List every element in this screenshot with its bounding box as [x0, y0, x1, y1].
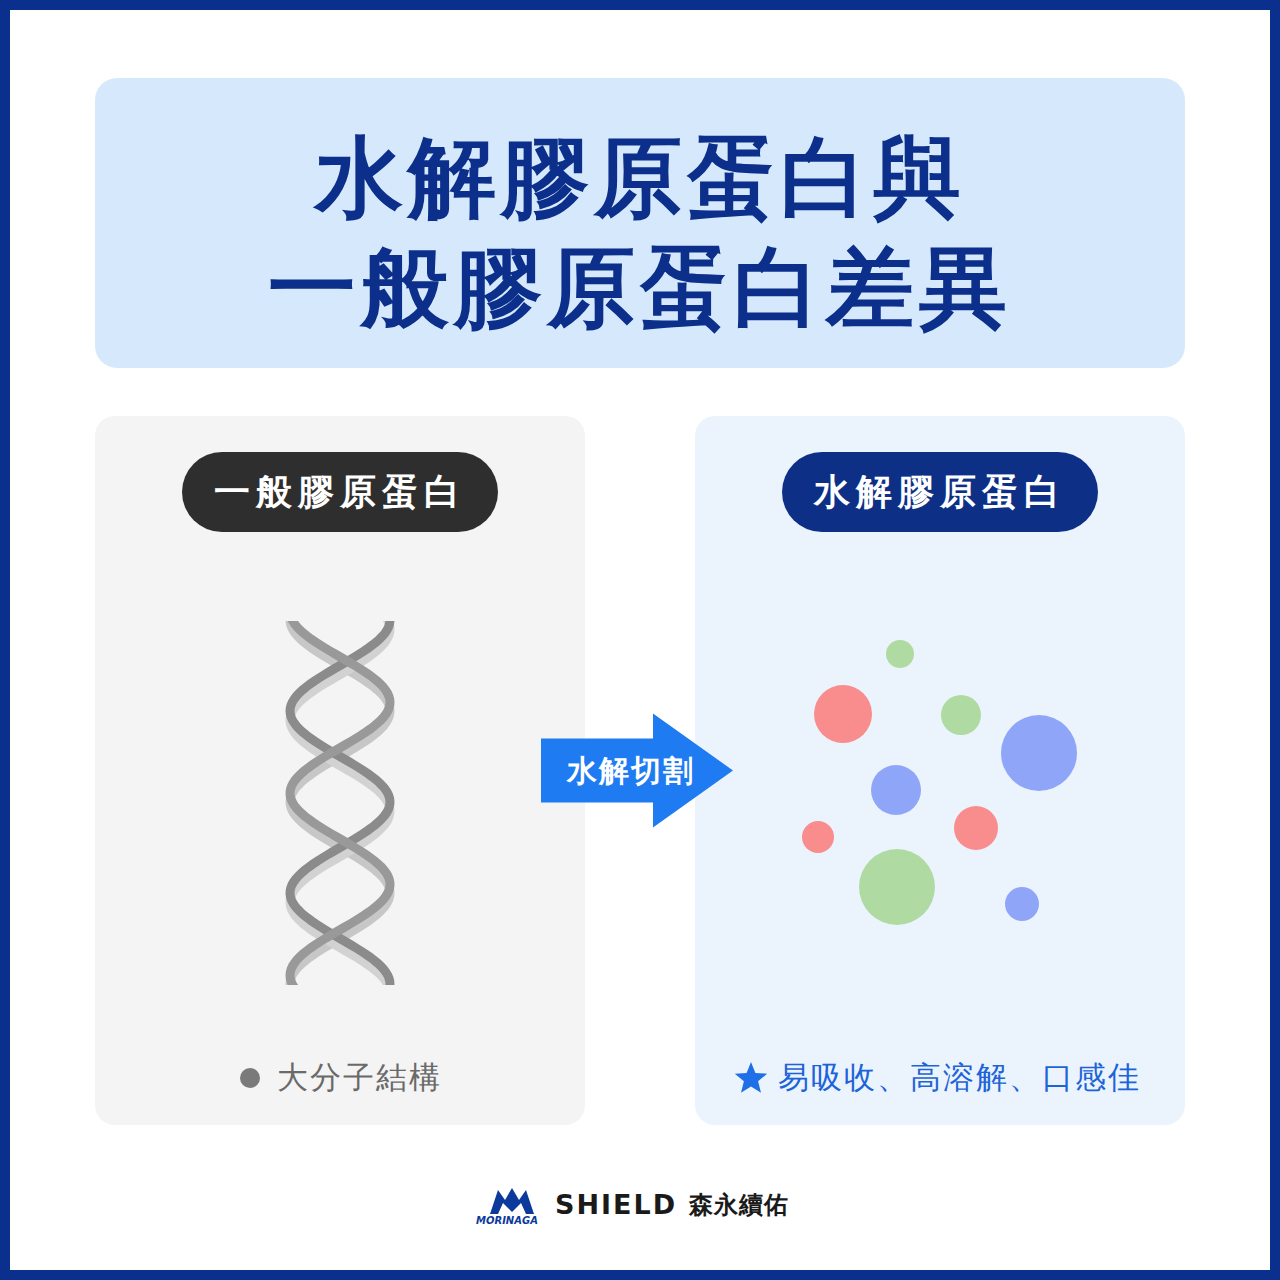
- panel-note-row: 易吸收、高溶解、口感佳: [695, 1056, 1185, 1100]
- panel-ground: [695, 416, 1185, 1125]
- logo-angel: [490, 1188, 534, 1214]
- title-panel: [95, 78, 1185, 368]
- peptide-dot: [886, 640, 914, 668]
- title: 水解膠原蛋白與 一般膠原蛋白差異: [95, 123, 1185, 343]
- peptide-dot: [814, 685, 872, 743]
- bullet-dot: [240, 1068, 260, 1088]
- panel-heading-pill: 一般膠原蛋白: [182, 452, 498, 532]
- arrow-label: 水解切割: [567, 751, 695, 791]
- brand-name: SHIELD: [555, 1190, 677, 1220]
- peptide-dot: [859, 849, 935, 925]
- peptide-dot: [1005, 887, 1039, 921]
- logo-mark: [490, 1188, 534, 1214]
- comparison-panel: 大分子結構 一般膠原蛋白: [95, 416, 585, 1125]
- helix-strand: [290, 621, 390, 985]
- peptide-dot: [871, 765, 921, 815]
- process-arrow: [541, 714, 733, 828]
- peptide-dots: [802, 640, 1077, 925]
- star-icon: [734, 1062, 766, 1093]
- peptide-dot: [1001, 715, 1077, 791]
- panel-note-row: 大分子結構: [95, 1056, 585, 1100]
- brand-wordmark: MORINAGA: [476, 1215, 538, 1226]
- peptide-dot: [941, 695, 981, 735]
- pill-label: 一般膠原蛋白: [214, 468, 466, 517]
- collagen-helix: [290, 600, 390, 1005]
- bullet-dot: [233, 1061, 267, 1095]
- star-icon: [734, 1061, 768, 1095]
- comparison-panel: 易吸收、高溶解、口感佳 水解膠原蛋白: [695, 416, 1185, 1125]
- panel-note: 易吸收、高溶解、口感佳: [778, 1057, 1141, 1099]
- helix-strand: [290, 621, 390, 985]
- helix-strand: [290, 621, 390, 985]
- peptide-dot: [954, 806, 998, 850]
- peptide-dot: [802, 821, 834, 853]
- panel-note: 大分子結構: [277, 1057, 442, 1099]
- brand-name-chinese: 森永續佑: [689, 1192, 789, 1218]
- pill-label: 水解膠原蛋白: [814, 468, 1066, 517]
- panel-ground: [95, 416, 585, 1125]
- helix-strand: [290, 621, 390, 985]
- panel-heading-pill: 水解膠原蛋白: [782, 452, 1098, 532]
